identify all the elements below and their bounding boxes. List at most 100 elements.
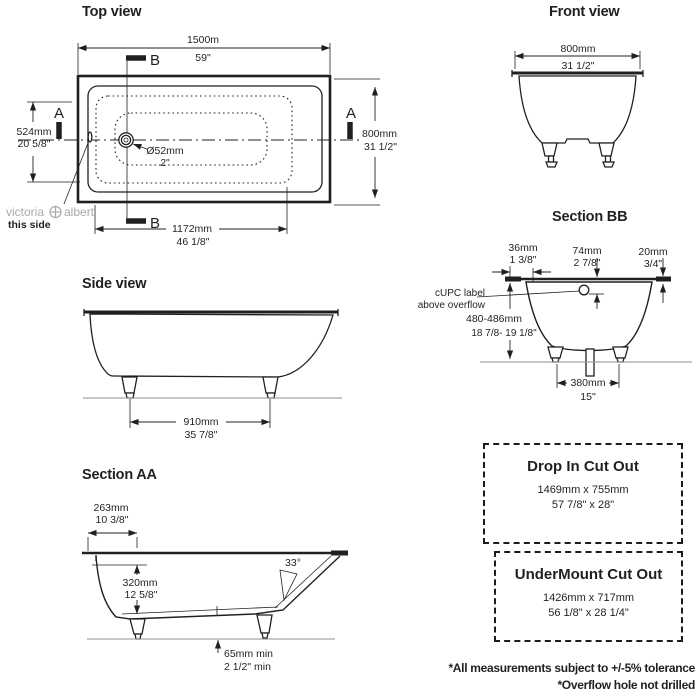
ledge-mm-label: 263mm (93, 502, 128, 514)
foot-left-pad (551, 357, 560, 363)
foot-right-pad (261, 632, 269, 639)
foot-left-pad (134, 633, 142, 640)
height-in-label: 18 7/8- 19 1/8" (471, 328, 537, 339)
section-aa-tub (82, 550, 348, 640)
slope-angle-triangle (279, 569, 298, 602)
overflow-in-label: 2 7/8" (573, 257, 600, 269)
tub-body (89, 313, 334, 378)
cupc-label-line1: cUPC label (435, 288, 485, 299)
brand-mark: victoria albert this side (6, 142, 95, 231)
section-bb-tub (480, 276, 692, 377)
slope-angle-label: 33° (285, 557, 301, 569)
drain-leader-arrow (132, 143, 148, 150)
top-view-title: Top view (82, 4, 142, 20)
foot-left-pad (545, 161, 558, 168)
drain-pipe (585, 348, 595, 377)
offset-in-label: 20 5/8" (18, 138, 51, 150)
feet-mm-label: 380mm (570, 377, 605, 389)
section-bb-drawing: 36mm 1 3/8" 74mm 2 7/8" 20mm 3/4" cUPC l… (418, 242, 692, 403)
undermount-cutout-mm: 1426mm x 717mm (542, 592, 635, 604)
footnotes: *All measurements subject to +/-5% toler… (448, 660, 695, 694)
drain-hole (123, 137, 129, 143)
top-view-tub-outline (18, 61, 362, 218)
section-a-letter-right: A (346, 105, 356, 122)
front-view-tub (511, 70, 644, 168)
foot-right (256, 614, 273, 634)
brand-leader-line (63, 142, 89, 205)
drop-in-cutout-title: Drop In Cut Out (527, 458, 639, 475)
section-markers: B B A A 800mm 31 1/2" (54, 52, 397, 232)
overflow-mark (87, 131, 93, 143)
side-view-dimensions: 910mm 35 7/8" (129, 399, 271, 441)
foot-left (121, 376, 138, 394)
section-b-letter-bottom: B (150, 215, 160, 232)
ledge-in-label: 10 3/8" (96, 514, 129, 526)
section-bb-dimensions: 36mm 1 3/8" 74mm 2 7/8" 20mm 3/4" cUPC l… (418, 242, 668, 403)
foot-right (262, 376, 279, 394)
cupc-label-line2: above overflow (418, 300, 486, 311)
tolerance-note: *All measurements subject to +/-5% toler… (448, 661, 695, 675)
drain-dia-in-label: 2" (160, 157, 170, 169)
clearance-mm-label: 65mm min (224, 648, 273, 660)
rim-left-mm-label: 36mm (508, 242, 537, 254)
section-a-letter-left: A (54, 105, 64, 122)
brand-this-side-label: this side (8, 219, 51, 231)
height-mm-label: 480-486mm (466, 313, 522, 325)
depth-mm-label: 320mm (122, 577, 157, 589)
tub-body (518, 75, 637, 144)
foot-left-pad (125, 392, 135, 399)
side-view-tub (83, 309, 342, 399)
brand-albert-label: albert (64, 205, 95, 219)
section-aa-dimensions: 263mm 10 3/8" 320mm 12 5/8" 33° 65mm min… (87, 502, 301, 673)
section-bb-title: Section BB (552, 209, 628, 225)
feet-in-label: 15" (580, 391, 596, 403)
foot-left (129, 618, 146, 635)
front-view-dimensions: 800mm 31 1/2" (514, 43, 641, 72)
undermount-cutout-box: UnderMount Cut Out 1426mm x 717mm 56 1/8… (494, 551, 683, 642)
foot-left (547, 346, 564, 359)
brand-victoria-label: victoria (6, 205, 44, 219)
width-in-label: 31 1/2" (364, 141, 397, 153)
foot-right-pad (616, 357, 625, 363)
foot-right (612, 346, 629, 359)
front-view-title: Front view (549, 4, 620, 20)
overflow-note: *Overflow hole not drilled (557, 678, 695, 692)
tub-hidden-edge-outer (95, 95, 293, 184)
section-aa-title: Section AA (82, 467, 157, 483)
side-view-title: Side view (82, 276, 147, 292)
drop-in-cutout-mm: 1469mm x 755mm (537, 484, 629, 496)
drop-in-cutout-in: 57 7/8" x 28" (551, 499, 615, 511)
undermount-cutout-title: UnderMount Cut Out (514, 566, 663, 583)
foot-left-stem (547, 155, 555, 163)
top-view-dimensions: 1500m 59" 524mm 20 5/8" 1172mm 46 1/8" Ø… (16, 34, 331, 248)
tub-inner-bottom (121, 606, 279, 615)
rim-right-in-label: 3/4" (644, 258, 663, 270)
tub-inner-slope (274, 555, 332, 609)
width-in-label: 31 1/2" (562, 60, 595, 72)
section-aa-drawing: 263mm 10 3/8" 320mm 12 5/8" 33° 65mm min… (82, 502, 348, 673)
width-mm-label: 800mm (560, 43, 595, 55)
feet-mm-label: 910mm (183, 416, 218, 428)
tub-body (525, 281, 653, 352)
rim-left-in-label: 1 3/8" (509, 254, 536, 266)
length-mm-label: 1500m (187, 34, 219, 46)
inner-in-label: 46 1/8" (177, 236, 210, 248)
side-view-drawing: 910mm 35 7/8" (83, 309, 342, 441)
drop-in-cutout-box: Drop In Cut Out 1469mm x 755mm 57 7/8" x… (483, 443, 683, 544)
foot-right-stem (604, 155, 612, 163)
foot-right (598, 142, 615, 157)
rim-right-mm-label: 20mm (638, 246, 667, 258)
feet-in-label: 35 7/8" (185, 429, 218, 441)
foot-right-pad (266, 392, 276, 399)
inner-mm-label: 1172mm (172, 223, 212, 235)
foot-left (541, 142, 558, 157)
section-b-letter-top: B (150, 52, 160, 69)
offset-mm-label: 524mm (16, 126, 51, 138)
overflow-mm-label: 74mm (572, 245, 601, 257)
tub-body (95, 555, 341, 620)
length-in-label: 59" (195, 52, 211, 64)
top-view-drawing: 1500m 59" 524mm 20 5/8" 1172mm 46 1/8" Ø… (6, 34, 397, 248)
cupc-leader-line (476, 290, 581, 298)
drain-middle-ring (120, 134, 132, 146)
width-mm-label: 800mm (362, 128, 397, 140)
